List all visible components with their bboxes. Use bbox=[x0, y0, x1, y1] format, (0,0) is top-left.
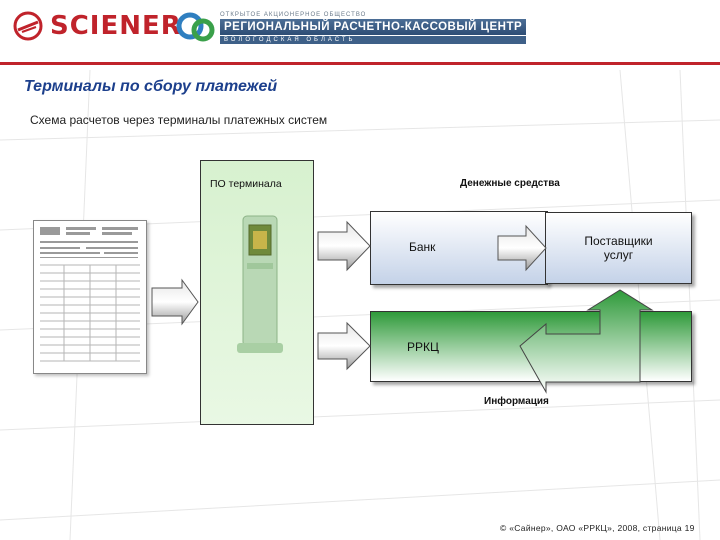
slide-subtitle: Схема расчетов через терминалы платежных… bbox=[30, 113, 328, 127]
rrkc-emblem-icon bbox=[176, 12, 215, 42]
sciener-emblem-icon bbox=[13, 11, 43, 41]
payment-document-image bbox=[33, 220, 147, 374]
sciener-logo: SCIENER bbox=[12, 10, 182, 42]
information-flow-label: Информация bbox=[484, 396, 549, 407]
bank-label: Банк bbox=[409, 240, 436, 254]
service-providers-label: Поставщики услуг bbox=[584, 234, 653, 262]
header-divider bbox=[0, 62, 720, 65]
slide-title: Терминалы по сбору платежей bbox=[24, 78, 278, 95]
terminal-software-panel bbox=[200, 160, 314, 425]
rrkc-label: РРКЦ bbox=[407, 340, 439, 354]
rrkc-logo-name: РЕГИОНАЛЬНЫЙ РАСЧЕТНО-КАССОВЫЙ ЦЕНТР bbox=[220, 19, 527, 35]
payment-kiosk-icon bbox=[237, 215, 283, 353]
bank-box: Банк bbox=[370, 211, 548, 285]
rrkc-logo: ОТКРЫТОЕ АКЦИОНЕРНОЕ ОБЩЕСТВО РЕГИОНАЛЬН… bbox=[176, 8, 527, 48]
terminal-software-label: ПО терминала bbox=[210, 178, 282, 190]
rrkc-box: РРКЦ bbox=[370, 311, 692, 382]
footer-copyright: © «Сайнер», ОАО «РРКЦ», 2008, страница 1… bbox=[500, 523, 695, 533]
money-flow-label: Денежные средства bbox=[460, 178, 560, 189]
rrkc-logo-region: ВОЛОГОДСКАЯ ОБЛАСТЬ bbox=[220, 36, 527, 44]
rrkc-logo-caption: ОТКРЫТОЕ АКЦИОНЕРНОЕ ОБЩЕСТВО bbox=[220, 12, 367, 18]
sciener-logo-text: SCIENER bbox=[50, 11, 182, 41]
service-providers-box: Поставщики услуг bbox=[545, 212, 692, 284]
